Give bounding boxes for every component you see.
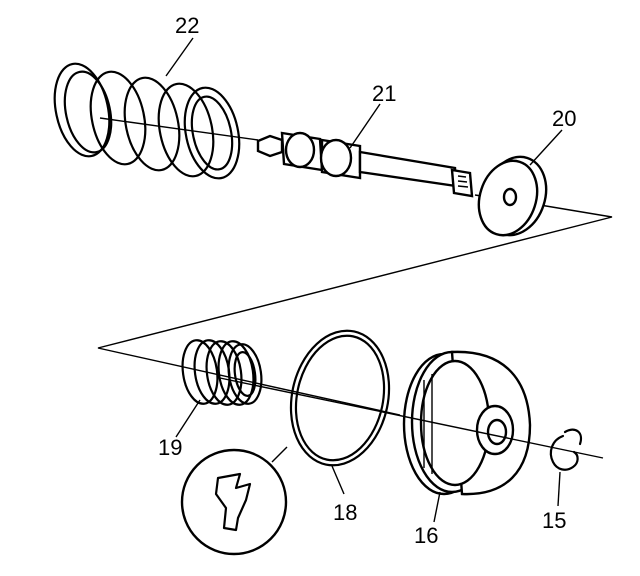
small-coil-spring xyxy=(181,339,263,406)
washer xyxy=(477,155,548,237)
callout-19: 19 xyxy=(158,435,182,460)
o-ring-section-detail xyxy=(180,448,288,556)
end-cap xyxy=(402,350,532,496)
callout-15: 15 xyxy=(542,508,566,533)
callout-20: 20 xyxy=(552,106,576,131)
large-coil-spring xyxy=(53,62,259,180)
callout-22: 22 xyxy=(175,13,199,38)
assembly-guide-line xyxy=(97,194,613,416)
leader-lines xyxy=(165,37,563,523)
callout-16: 16 xyxy=(414,523,438,548)
shaft xyxy=(256,131,474,198)
snap-ring xyxy=(549,428,583,471)
lower-axis-line xyxy=(219,377,604,459)
callout-21: 21 xyxy=(372,81,396,106)
o-ring xyxy=(271,329,391,467)
callout-18: 18 xyxy=(333,500,357,525)
